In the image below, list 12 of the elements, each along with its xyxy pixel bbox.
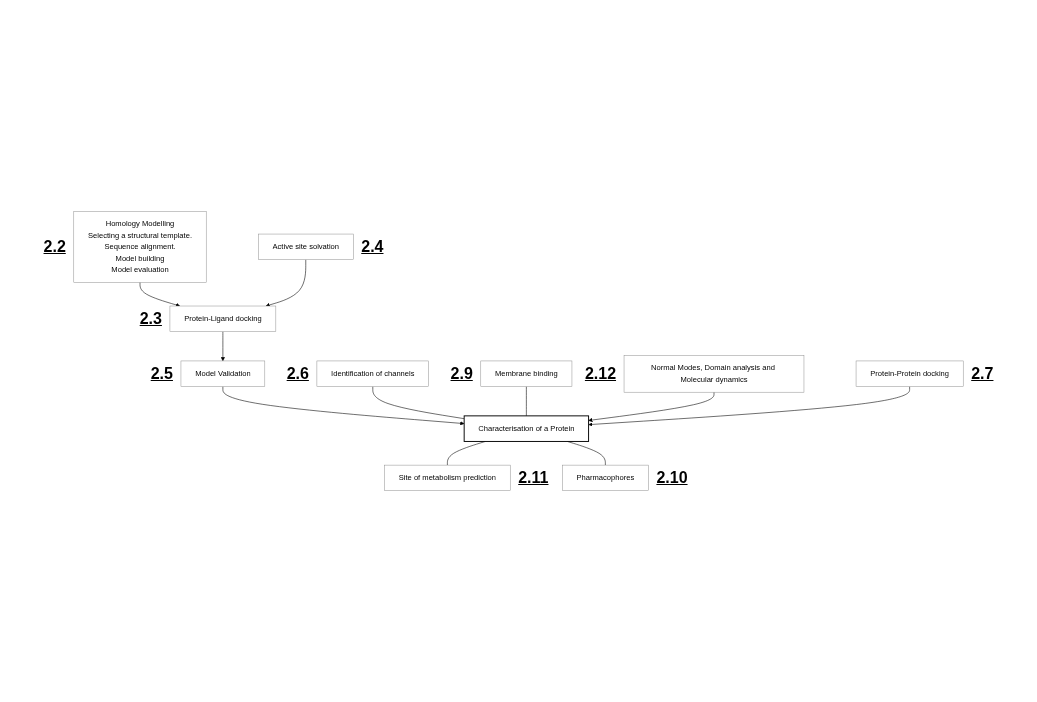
section-number: 2.5 [150,364,173,383]
section-number: 2.12 [584,364,617,383]
section-number: 2.2 [43,237,66,256]
section-number: 2.10 [656,468,688,487]
section-number: 2.9 [450,364,473,383]
connector [372,386,465,419]
section-number: 2.11 [518,468,549,487]
section-number: 2.4 [361,237,384,256]
connector [526,386,527,417]
section-number: 2.3 [139,309,162,328]
section-number: 2.7 [971,364,994,383]
section-number: 2.6 [286,364,309,383]
